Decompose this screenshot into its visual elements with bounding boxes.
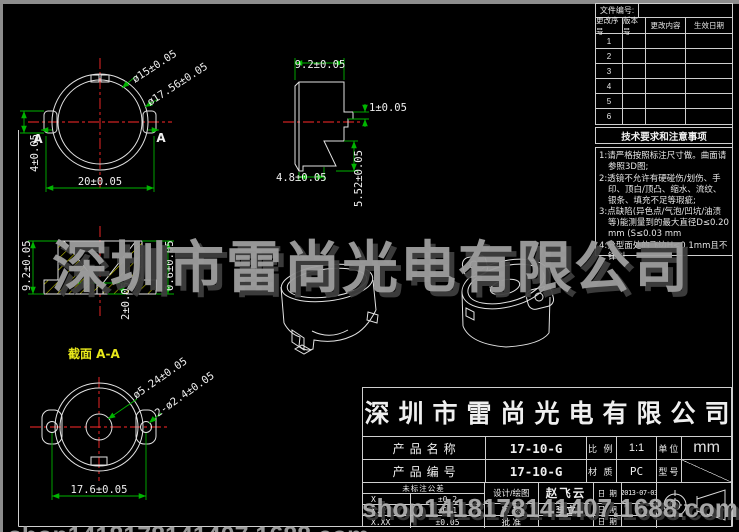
product-name-label: 产品名称 xyxy=(363,437,487,459)
section-letter-left: A xyxy=(33,132,43,146)
scale-value: 1:1 xyxy=(617,437,658,459)
rev-header-content: 更改内容 xyxy=(646,18,686,34)
dim-side-top: 9.2±0.05 xyxy=(295,59,346,71)
company-watermark: 深圳市雷尚光电有限公司 xyxy=(52,236,690,299)
approver-name-empty xyxy=(539,516,595,527)
dim-sec-wall: 0.6±0.05 xyxy=(164,240,176,291)
unit-label: 单位 xyxy=(657,437,683,459)
tol-label: X.X xyxy=(363,505,411,515)
revision-table: 文件编号: 更改序号 版本号 更改内容 生效日期 1 2 3 4 5 6 xyxy=(595,3,733,125)
tol-value: ±0.2 xyxy=(437,494,458,504)
product-no-value: 17-10-G xyxy=(486,460,587,482)
iso-view-top xyxy=(461,254,555,348)
dim-bot-span: 17.6±0.05 xyxy=(71,484,128,496)
tech-note-item: 3:点缺陷(异色点/气泡/凹坑/油渍等)能测量到的最大直径D≤0.20 mm (… xyxy=(599,207,729,240)
checker-label: 审 核 xyxy=(485,504,539,515)
tech-note-item: 1:请严格按照标注尺寸做。曲面请参照3D图; xyxy=(599,151,727,172)
designer-name: 赵飞云 xyxy=(539,483,595,503)
dim-front-width: 20±0.05 xyxy=(78,176,122,188)
tol-value: ±0.1 xyxy=(437,505,458,515)
section-view: 9.2±0.05 0.6±0.05 2±0.05 截面 A-A xyxy=(21,226,176,361)
tech-note-item: 2:透镜不允许有硬碰伤/划伤、手印、顶白/顶凸、缩水、流纹、银条、填充不足等瑕疵… xyxy=(599,173,722,206)
dim-side-height: 5.52±0.05 xyxy=(353,150,365,207)
tolerance-table: 未标注公差 X ±0.2 X.X ±0.1 X.XX ±0.05 xyxy=(363,483,485,528)
model-label: 型号 xyxy=(657,460,683,482)
dim-sec-height: 9.2±0.05 xyxy=(21,240,33,291)
section-letter-right: A xyxy=(156,131,166,145)
unit-value: mm xyxy=(693,439,720,456)
rev-row-num: 1 xyxy=(596,34,623,49)
material-value: PC xyxy=(617,460,658,482)
dim-front-inner-dia: ø15±0.05 xyxy=(130,48,179,86)
dim-side-bottom: 4.8±0.05 xyxy=(276,172,327,184)
checker-name: 李立 xyxy=(539,504,595,515)
tol-label: X xyxy=(363,494,411,504)
tol-label: X.XX xyxy=(363,516,411,528)
scale-label: 比 例 xyxy=(587,437,617,459)
front-view: 20±0.05 4±0.05 ø15±0.05 ø17.56±0.05 A A xyxy=(20,48,210,192)
side-view: 9.2±0.05 1±0.05 4.8±0.05 5.52±0.05 xyxy=(276,58,407,207)
rev-header-version: 版本号 xyxy=(623,16,646,36)
section-label: 截面 A-A xyxy=(68,346,120,361)
dim-side-pin: 1±0.05 xyxy=(369,102,407,114)
bottom-view: ø5.24±0.05 2-ø2.4±0.05 17.6±0.05 xyxy=(30,355,217,500)
date-label: 日 期 xyxy=(594,483,623,503)
window-top-edge xyxy=(0,0,739,4)
doc-no-label: 文件编号: xyxy=(596,4,639,17)
iso-view-bottom xyxy=(280,263,379,355)
rev-row-num: 2 xyxy=(596,49,623,64)
tolerance-title: 未标注公差 xyxy=(363,483,484,494)
date-label: 日 期 xyxy=(594,516,623,527)
rev-row-num: 4 xyxy=(596,79,623,94)
rev-row-num: 6 xyxy=(596,109,623,124)
approver-label: 批 准 xyxy=(485,516,539,527)
rev-row-num: 5 xyxy=(596,94,623,109)
material-label: 材 质 xyxy=(587,460,617,482)
dim-front-ear: 4±0.05 xyxy=(29,134,41,172)
shop-watermark-partial: shop1418178141407.1688.com xyxy=(8,524,369,532)
signature-block: 设计/绘图 赵飞云 日 期 2013-07-03 审 核 李立 日 期 批 准 … xyxy=(485,483,657,528)
rev-row-num: 3 xyxy=(596,64,623,79)
company-name: 深圳市雷尚光电有限公司 xyxy=(363,388,731,437)
projection-symbol xyxy=(657,483,731,528)
rev-header-date: 生效日期 xyxy=(686,18,732,34)
designer-label: 设计/绘图 xyxy=(485,483,539,503)
product-name-value: 17-10-G xyxy=(486,437,587,459)
model-value-empty xyxy=(682,460,731,482)
window-left-edge xyxy=(0,0,3,532)
shop-watermark: shop1418178141407.1688.com xyxy=(362,493,738,523)
tech-notes-title: 技术要求和注意事项 xyxy=(595,127,733,144)
tol-value: ±0.05 xyxy=(435,517,460,527)
tech-note-item: 4:分型面处的飞边H<0.1mm且不锋利 xyxy=(599,241,728,262)
rev-header-seq: 更改序号 xyxy=(596,16,623,36)
dim-sec-apex: 2±0.05 xyxy=(120,282,132,320)
design-date: 2013-07-03 xyxy=(622,489,656,497)
product-no-label: 产品编号 xyxy=(363,460,487,482)
title-block: 深圳市雷尚光电有限公司 产品名称 17-10-G 比 例 1:1 单位 mm 产… xyxy=(362,387,732,528)
tech-notes: 1:请严格按照标注尺寸做。曲面请参照3D图; 2:透镜不允许有硬碰伤/划伤、手印… xyxy=(595,147,733,262)
date-label: 日 期 xyxy=(594,504,623,515)
